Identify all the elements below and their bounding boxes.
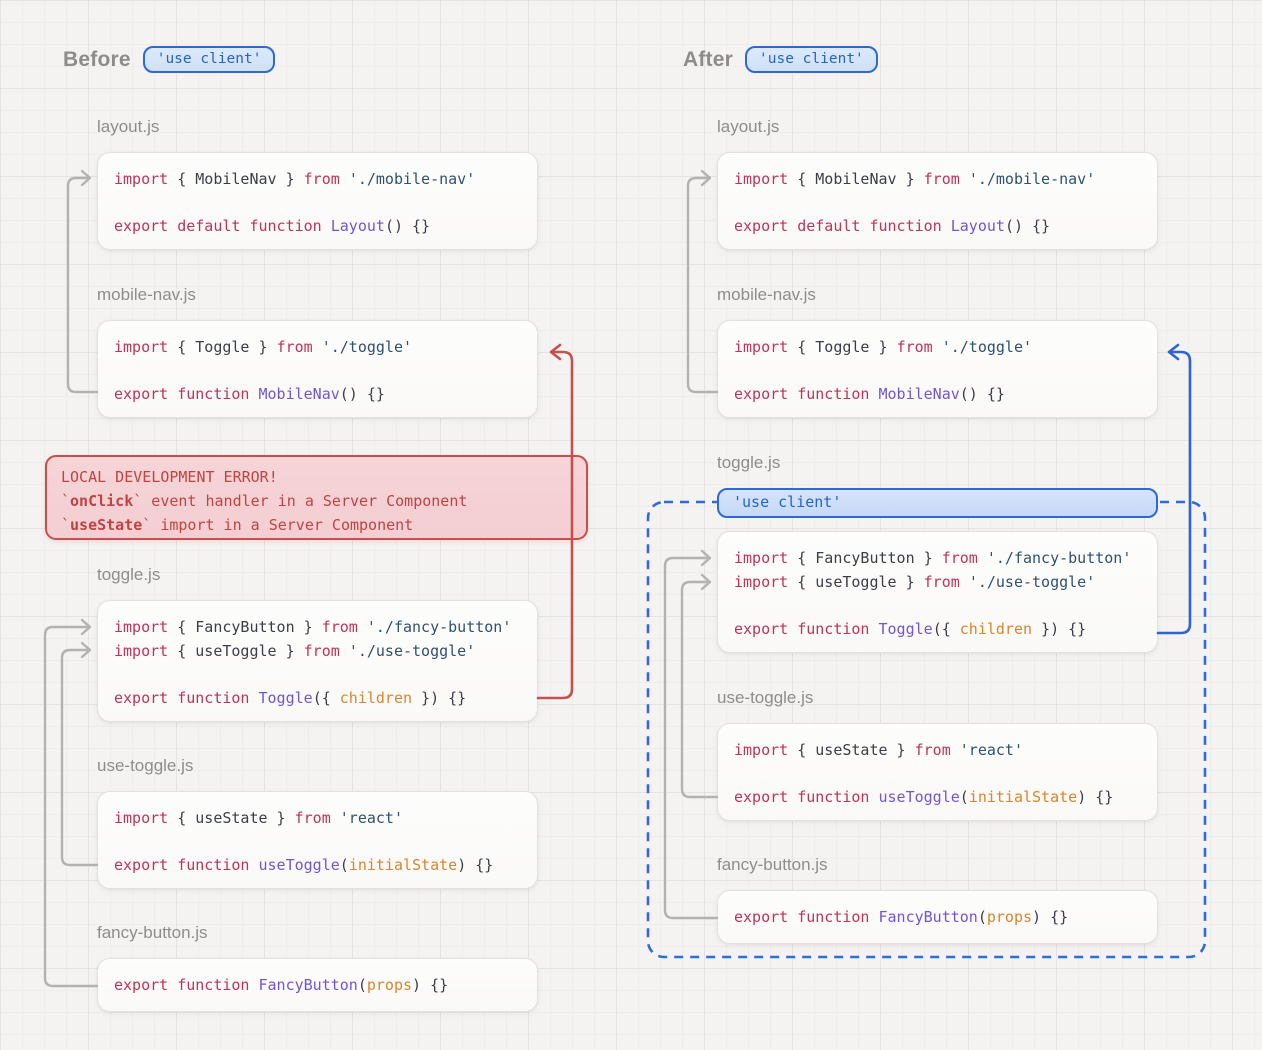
arrowhead-icon (80, 618, 92, 636)
file-label-mobile-nav-before: mobile-nav.js (97, 285, 196, 304)
code-box-layout-after: import { MobileNav } from './mobile-nav'… (717, 152, 1158, 250)
file-label-toggle-before: toggle.js (97, 565, 161, 584)
file-label-use-toggle-before: use-toggle.js (97, 756, 194, 775)
file-label-fancy-button-before: fancy-button.js (97, 923, 208, 942)
file-label-use-toggle-after: use-toggle.js (717, 688, 814, 707)
arrowhead-icon (80, 169, 92, 187)
file-label-fancy-button-after: fancy-button.js (717, 855, 828, 874)
connector-usetoggle-to-toggle-before (60, 648, 99, 867)
local-development-error-box: LOCAL DEVELOPMENT ERROR!`onClick` event … (45, 455, 588, 540)
blue-arrowhead-icon (1167, 343, 1180, 361)
code-box-toggle-after: import { FancyButton } from './fancy-but… (717, 531, 1158, 653)
code-box-mobile-nav-after: import { Toggle } from './toggle' export… (717, 320, 1158, 418)
use-client-directive-bar: 'use client' (717, 488, 1158, 518)
connector-mobilenav-to-layout-after (686, 176, 719, 394)
arrowhead-icon (80, 641, 92, 659)
file-label-mobile-nav-after: mobile-nav.js (717, 285, 816, 304)
code-box-fancy-button-after: export function FancyButton(props) {} (717, 890, 1158, 944)
arrowhead-icon (700, 573, 712, 591)
code-box-fancy-button-before: export function FancyButton(props) {} (97, 958, 538, 1012)
code-box-layout-before: import { MobileNav } from './mobile-nav'… (97, 152, 538, 250)
use-client-badge-before: 'use client' (142, 46, 276, 73)
before-label: Before (63, 47, 131, 71)
connector-mobilenav-to-layout-before (66, 176, 99, 394)
arrowhead-icon (700, 549, 712, 567)
arrowhead-icon (700, 169, 712, 187)
after-label: After (683, 47, 734, 71)
code-box-toggle-before: import { FancyButton } from './fancy-but… (97, 600, 538, 722)
after-title-row: After 'use client' (683, 46, 878, 73)
red-arrowhead-icon (549, 343, 562, 361)
code-box-use-toggle-after: import { useState } from 'react' export … (717, 723, 1158, 821)
before-title-row: Before 'use client' (63, 46, 276, 73)
file-label-toggle-after: toggle.js (717, 453, 781, 472)
connector-usetoggle-to-toggle-after (680, 580, 719, 799)
blue-import-arrow-toggle-to-mobilenav (1156, 343, 1192, 635)
connector-fancybutton-to-toggle-after (663, 556, 719, 920)
code-box-mobile-nav-before: import { Toggle } from './toggle' export… (97, 320, 538, 418)
file-label-layout-before: layout.js (97, 117, 160, 136)
code-box-use-toggle-before: import { useState } from 'react' export … (97, 791, 538, 889)
use-client-badge-after: 'use client' (745, 46, 878, 73)
connector-fancybutton-to-toggle-before (43, 625, 99, 988)
file-label-layout-after: layout.js (717, 117, 780, 136)
blue-arrow-path (1156, 350, 1192, 635)
